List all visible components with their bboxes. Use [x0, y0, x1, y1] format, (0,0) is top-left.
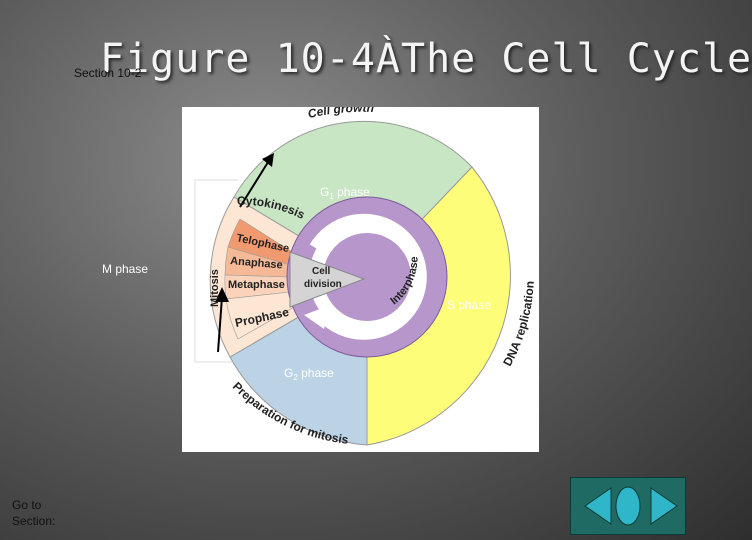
go-to-line-1: Go to — [12, 498, 42, 512]
interphase-arrow — [309, 213, 427, 340]
interphase-arrowhead — [304, 305, 330, 329]
cell-division-label-1: Cell — [312, 266, 331, 277]
s-phase-label: S phase — [447, 298, 491, 312]
section-label: Section 10-2 — [74, 66, 142, 80]
next-button[interactable] — [647, 484, 681, 528]
m-phase-bracket-overlay — [194, 179, 238, 363]
slide-title: Figure 10-4ÀThe Cell Cycle — [100, 36, 752, 82]
inner-purple-core — [323, 233, 411, 321]
go-to-line-2: Section: — [12, 514, 56, 528]
home-button[interactable] — [613, 484, 643, 528]
previous-button[interactable] — [581, 484, 615, 528]
lower-arrow-line — [217, 296, 223, 353]
cell-cycle-svg: Cell growth G1 phase Cytokinesis Telopha… — [209, 101, 537, 447]
g1-phase-label: G1 phase — [320, 185, 370, 201]
cell-cycle-diagram: Cell growth G1 phase Cytokinesis Telopha… — [182, 101, 539, 452]
cell-division-label-2: division — [304, 279, 342, 290]
lower-arrowhead — [215, 287, 229, 302]
upper-arrow-line — [239, 158, 271, 208]
oval-home-icon — [615, 486, 641, 526]
mitosis-label: Mitosis — [209, 269, 221, 307]
upper-arrowhead — [262, 153, 274, 167]
navigation-panel — [570, 477, 686, 535]
g2-phase-label: G2 phase — [284, 366, 334, 382]
m-phase-label: M phase — [102, 262, 149, 276]
cell-division-wedge — [289, 251, 366, 308]
metaphase-label: Metaphase — [228, 279, 285, 291]
m-phase-bracket — [194, 179, 238, 363]
arrow-left-icon — [584, 487, 612, 525]
arrow-right-icon — [650, 487, 678, 525]
go-to-section-label: Go to Section: — [12, 497, 55, 529]
anaphase-label: Anaphase — [230, 255, 283, 272]
